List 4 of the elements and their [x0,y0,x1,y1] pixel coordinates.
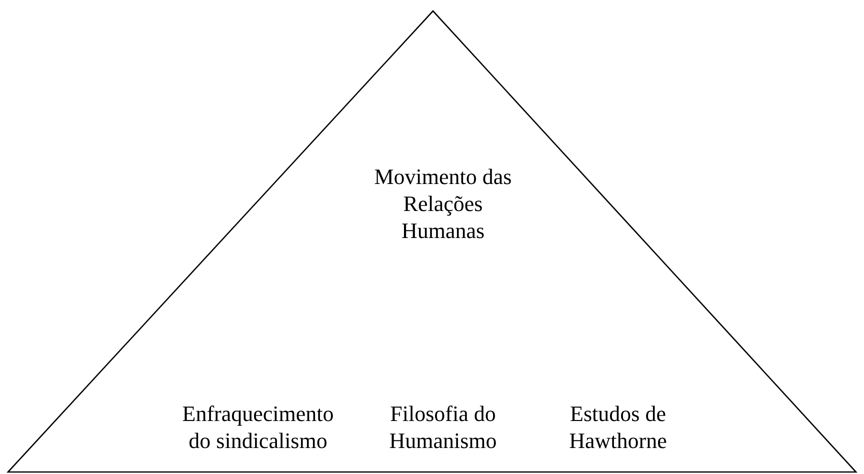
heading-text: Movimento das Relações Humanas [373,163,513,244]
factor-text: Filosofia do Humanismo [388,400,498,454]
factor-text: Enfraquecimento do sindicalismo [181,400,335,454]
factor-text: Estudos de Hawthorne [568,400,668,454]
